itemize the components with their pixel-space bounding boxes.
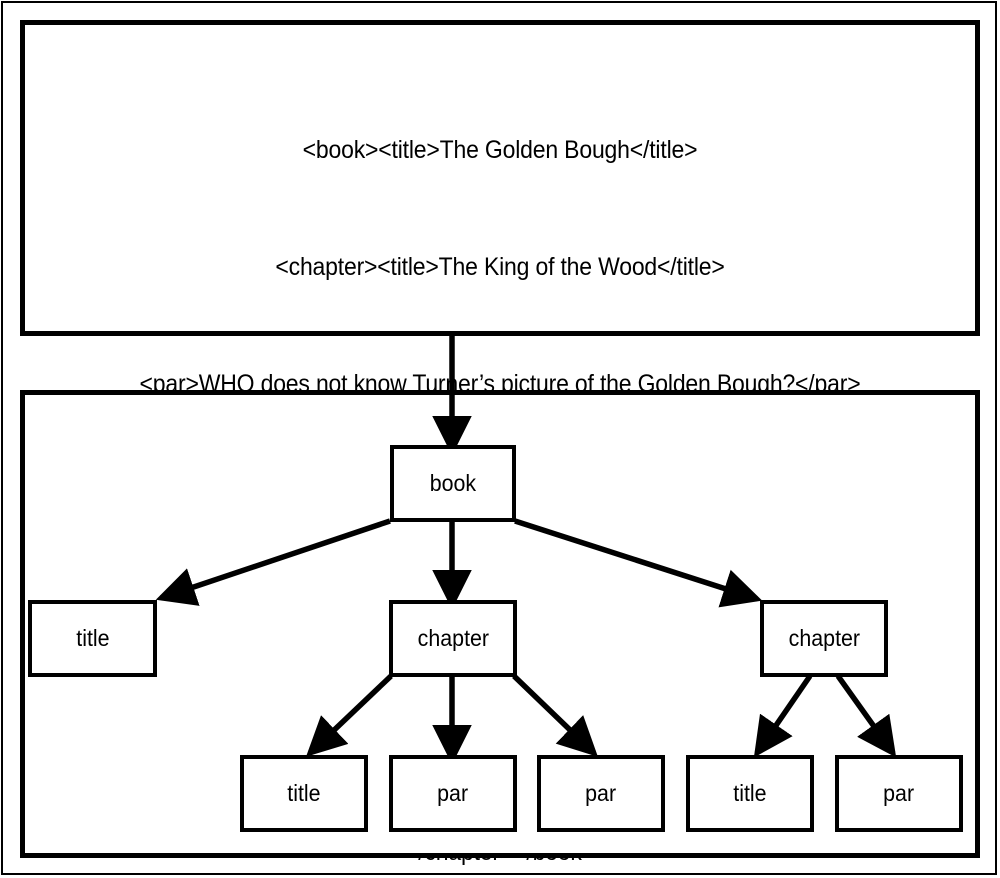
xml-source-panel: <book><title>The Golden Bough</title> <c… bbox=[20, 20, 980, 866]
tree-node-chapter-2-label: chapter bbox=[788, 625, 860, 651]
tree-node-par-2-label: par bbox=[585, 780, 617, 806]
xml-source-line-1: <book><title>The Golden Bough</title> bbox=[302, 136, 698, 164]
tree-node-par-1[interactable]: par bbox=[389, 755, 517, 832]
tree-node-chapter-1-label: chapter bbox=[417, 625, 489, 651]
tree-node-par-3[interactable]: par bbox=[835, 755, 963, 832]
tree-node-par-1-label: par bbox=[437, 780, 469, 806]
tree-node-title-2[interactable]: title bbox=[240, 755, 368, 832]
tree-node-par-2[interactable]: par bbox=[537, 755, 665, 832]
tree-node-chapter-2[interactable]: chapter bbox=[760, 600, 888, 677]
tree-node-book[interactable]: book bbox=[390, 445, 516, 522]
tree-node-title-2-label: title bbox=[287, 780, 321, 806]
tree-node-title-3[interactable]: title bbox=[686, 755, 814, 832]
tree-node-book-label: book bbox=[429, 470, 477, 496]
tree-node-chapter-1[interactable]: chapter bbox=[389, 600, 517, 677]
xml-source-line-2: <chapter><title>The King of the Wood</ti… bbox=[275, 253, 725, 281]
tree-node-title-1-label: title bbox=[75, 625, 110, 651]
tree-node-title-1[interactable]: title bbox=[28, 600, 157, 677]
tree-node-title-3-label: title bbox=[733, 780, 767, 806]
tree-node-par-3-label: par bbox=[883, 780, 915, 806]
